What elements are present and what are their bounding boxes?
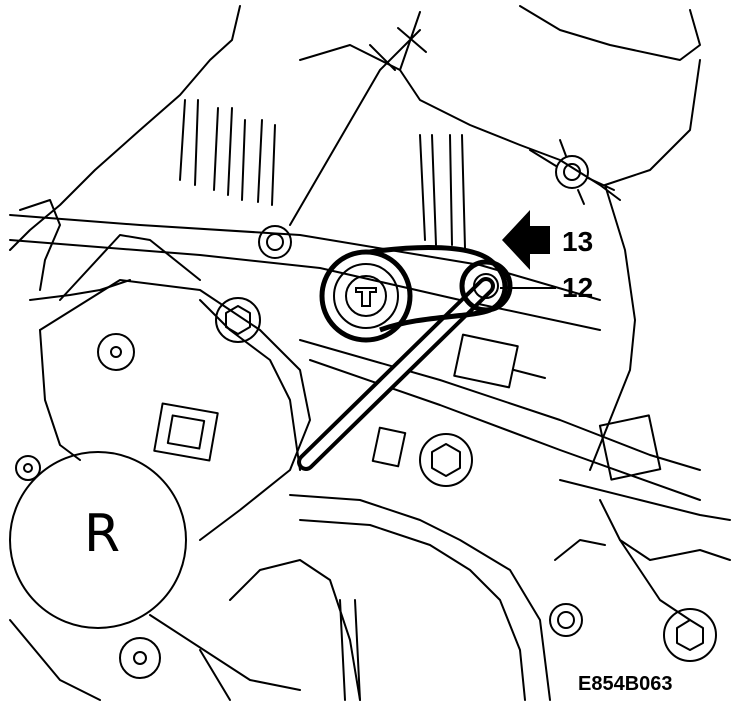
- right-housing-edge: [589, 184, 636, 471]
- motor-foot: [119, 637, 161, 679]
- gearbox-pivot: [97, 333, 135, 371]
- motor-drum: [9, 451, 187, 629]
- callout-label-13: 13: [562, 226, 594, 257]
- upper-right-panel: [519, 5, 701, 61]
- cable-upper: [289, 29, 421, 226]
- drive-assembly: [319, 244, 513, 343]
- gearbox-boss: [153, 402, 219, 462]
- idler-pulley-12: [459, 259, 513, 313]
- link-rod: [297, 277, 495, 471]
- upper-housing-outline: [9, 5, 241, 251]
- bushing-bottom: [549, 603, 583, 637]
- callout-label-12: 12: [562, 272, 594, 303]
- upper-rail: [9, 214, 601, 301]
- connector-block: [453, 333, 519, 389]
- figure-identifier: E854B063: [578, 673, 673, 695]
- direction-arrow-13: [502, 210, 550, 270]
- lower-frame: [289, 494, 551, 701]
- left-bracket: [19, 199, 61, 291]
- drive-belt: [369, 244, 508, 333]
- drive-pulley: [319, 249, 413, 343]
- right-lower-bracket: [559, 479, 731, 521]
- bushing-left: [258, 225, 292, 259]
- hex-bolt-lower-right: [663, 608, 717, 662]
- left-finger-group: [179, 99, 276, 206]
- hex-bolt-center: [419, 433, 473, 487]
- gearbox-housing: [39, 279, 311, 541]
- center-finger-group: [419, 134, 466, 249]
- bushing-top-right: [555, 155, 589, 189]
- hex-bolt-left: [215, 297, 261, 343]
- clip-tab: [598, 414, 662, 481]
- motor-marking-letter: R: [84, 504, 121, 564]
